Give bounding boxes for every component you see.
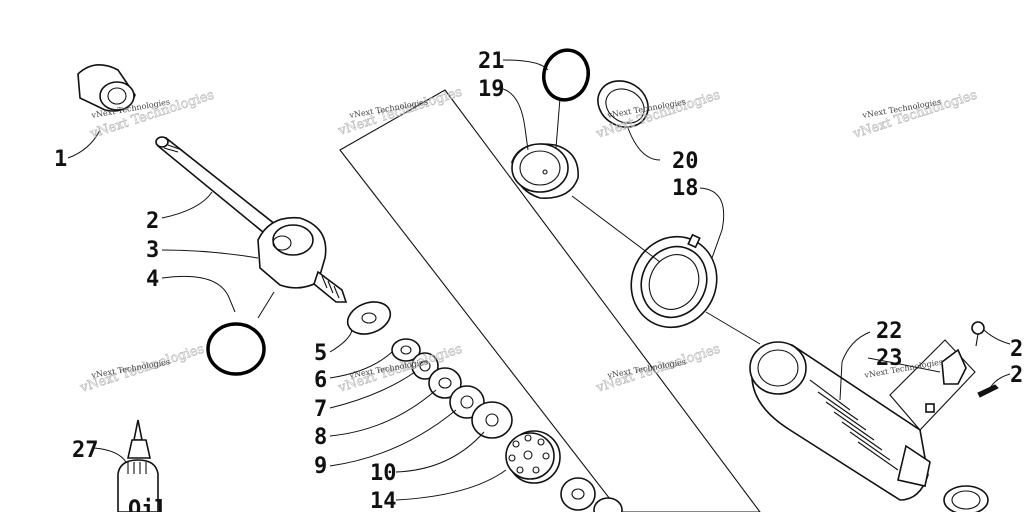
part-23-valve [889, 339, 976, 431]
part-label-3: 3 [146, 238, 159, 263]
shim-stack [346, 301, 513, 439]
subassembly-outline [339, 89, 761, 512]
part-21-o-ring [542, 48, 590, 102]
watermarks: vNext Technologies vNext Technologies vN… [77, 84, 979, 396]
part-19-bearing-cap [511, 143, 579, 199]
part-label-7: 7 [314, 397, 327, 422]
part-24-cap [977, 384, 999, 398]
part-label-14: 14 [370, 489, 397, 512]
part-4-o-ring [206, 322, 266, 376]
part-label-20: 20 [672, 149, 699, 174]
part-25-screw [971, 321, 985, 347]
part-label-1: 1 [54, 147, 67, 172]
part-label-8: 8 [314, 425, 327, 450]
bottle-label-fragment: Oil [128, 497, 168, 512]
part-label-10: 10 [370, 461, 397, 486]
part-14-piston [505, 430, 561, 484]
part-label-24: 24 [1010, 363, 1024, 388]
watermark-text: vNext Technologies [863, 357, 944, 380]
part-label-25: 25 [1010, 337, 1024, 362]
part-label-2: 2 [146, 209, 159, 234]
part-label-27: 27 [72, 438, 99, 463]
part-27-oil-bottle: Oil [117, 419, 168, 512]
part-1-bushing [77, 64, 136, 112]
part-20-seal [597, 80, 649, 128]
part-label-4: 4 [146, 267, 159, 292]
part-label-21: 21 [478, 49, 505, 74]
part-label-19: 19 [478, 77, 505, 102]
part-3-shaft-eye [257, 216, 348, 303]
part-number-labels: 1 2 3 4 5 6 7 8 9 10 14 18 19 20 21 22 2… [54, 49, 1024, 512]
part-label-18: 18 [672, 176, 699, 201]
part-label-22: 22 [876, 319, 903, 344]
leader-lines [67, 59, 1011, 501]
part-label-23: 23 [876, 346, 903, 371]
lower-shims [560, 477, 623, 512]
part-label-6: 6 [314, 368, 327, 393]
part-22-shock-body [749, 341, 989, 512]
part-label-9: 9 [314, 454, 327, 479]
part-label-5: 5 [314, 341, 327, 366]
part-18-spring-seat [630, 233, 718, 329]
